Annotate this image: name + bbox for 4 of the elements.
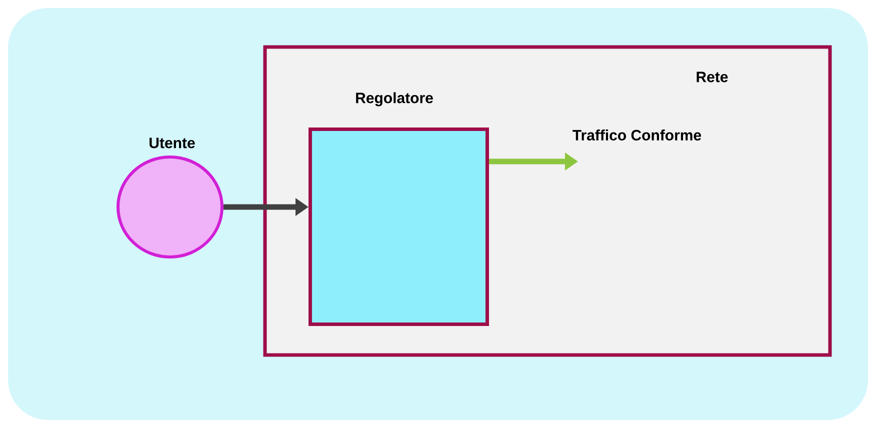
edge-label: Traffico Conforme — [571, 128, 703, 142]
node-label: Regolatore — [356, 92, 433, 106]
node-label: Utente — [150, 138, 195, 148]
regulator-box: Regolatore — [308, 92, 489, 326]
